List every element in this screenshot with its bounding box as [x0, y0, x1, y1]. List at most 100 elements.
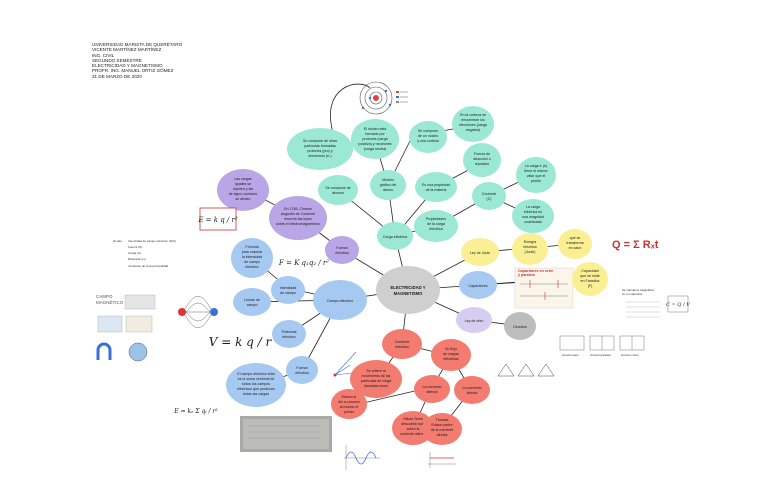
coulomb1785-l4: sobre el electromagnetismo	[276, 222, 320, 226]
atraccion-l1: Fuerza de	[474, 152, 490, 156]
node-carga-cuantizada: La carga eléctrica es una magnitud cuant…	[512, 199, 554, 233]
iguales-l5: se atraen	[236, 197, 251, 201]
cap-title-l1: Capacitores en serie	[518, 269, 553, 273]
header-line-university: UNIVERSIDAD MARISTA DE QUERÉTARO	[92, 42, 183, 47]
equation-coulomb: F = K q₁q₂ / r²	[278, 259, 329, 267]
header-line-semester: SEGUNDO SEMESTRE	[92, 57, 142, 63]
node-ley-ohm: Ley de ohm	[456, 307, 492, 333]
ctotal-l4: eléctricos que producen	[237, 387, 275, 391]
se-compone-l2: átomos	[332, 191, 344, 195]
flujo-l2: de cargas	[443, 352, 459, 356]
header-block: UNIVERSIDAD MARISTA DE QUERÉTARO VICENTE…	[92, 42, 182, 79]
coulomb1785-l1: En 1785, Charles	[284, 207, 312, 211]
node-formula-intensidad: Fórmula para calcular la intensidad de c…	[231, 238, 273, 278]
particulas-l2: partículas formadas	[304, 144, 336, 148]
mov-l4: llamadas iones	[364, 384, 388, 388]
transforma-l2: transforma	[566, 241, 583, 245]
particulas-l3: protones (pro) y	[307, 149, 333, 153]
node-carga-e: La carga e (e) tiene el mismo valor que …	[516, 157, 556, 193]
propiedades-l3: eléctrica	[429, 227, 442, 231]
modelo-l2: gráfico del	[380, 183, 397, 187]
node-ley-joule: Ley de Joule	[461, 238, 499, 266]
thomas-l1: Thomas	[436, 418, 449, 422]
iguales-l4: de signo contrario	[229, 192, 258, 196]
node-campo-electrico: Campo eléctrico	[313, 280, 367, 320]
node-lineas: Líneas de campo	[233, 288, 271, 316]
energia-l3: (Joule)	[525, 250, 536, 254]
nucleo-l3: y una corteza	[417, 139, 439, 143]
potencial-l2: eléctrico	[282, 335, 295, 339]
particulas-l1: Se compone de otras	[303, 139, 337, 143]
fint-l2: para calcular	[242, 250, 263, 254]
capacity-notes: Se calcula la capacidad en un capacitor …	[622, 288, 691, 318]
carga-e-l2: tiene el mismo	[524, 169, 547, 173]
node-tesla: Nikola Tesla descubrió todo sobre la cor…	[392, 411, 434, 445]
fint-l4: de campo	[244, 260, 260, 264]
handwritten-notes-image	[240, 416, 332, 452]
iguales-l3: repelen y las	[233, 187, 254, 191]
center-line2: MAGNETISMO	[394, 291, 424, 296]
node-coulomb-unit: Coulomb (C)	[472, 182, 506, 210]
node-modelo-atomo: Modelo gráfico del átomo	[370, 170, 406, 200]
coulomb-l2: (C)	[487, 197, 492, 201]
node-edison: Edison le dio a conocer al mundo el prim…	[331, 389, 367, 419]
node-capacidad: Capacidad que se mide en Faradios (F)	[572, 262, 608, 296]
thomas-l3: de la corriente	[431, 428, 454, 432]
estructura-l2: formado por	[365, 132, 385, 136]
node-compuesto-particulas: Se compone de otras partículas formadas …	[287, 128, 353, 170]
e-kq-formula: E = k q / r²	[197, 216, 238, 224]
edison-l3: al mundo el	[340, 405, 359, 409]
corteza-l2: encuentran los	[461, 118, 485, 122]
nucleo-l2: de un núcleo	[418, 134, 439, 138]
modelo-l1: Modelo	[382, 178, 394, 182]
atom-icon	[359, 81, 408, 115]
carga-e-l3: valor que el	[527, 174, 546, 178]
e-sum-formula: E = kₑ Σ qᵢ / r²	[173, 408, 218, 415]
lineas-l1: Líneas de	[244, 298, 260, 302]
node-thomas: Thomas Edison padre de la corriente dire…	[422, 413, 462, 445]
tesla-l2: descubrió todo	[401, 422, 425, 426]
legend-item-r: Distancia (m)	[128, 257, 146, 261]
propiedad-l2: de la materia	[426, 188, 447, 192]
center-line1: ELECTRICIDAD Y	[390, 285, 425, 290]
corteza-l4: negativa)	[466, 128, 481, 132]
cap-note-l2: en un capacitor	[622, 292, 643, 296]
equation-e-box: E = k q / r²	[197, 207, 238, 231]
cuantizada-l1: La carga	[526, 205, 540, 209]
node-propiedad: Es una propiedad de la materia	[415, 172, 457, 202]
q-sum-formula: Q = Σ Rₓt	[612, 239, 659, 251]
flujo-l3: eléctricas	[443, 357, 458, 361]
cuantizada-l4: cuantizada	[524, 220, 541, 224]
node-energia: Energía eléctrica (Joule)	[512, 233, 548, 265]
node-capacitores: Capacitores	[459, 271, 497, 299]
field-lines-illustration	[166, 290, 230, 336]
ctotal-l1: El campo eléctrico total	[237, 372, 274, 376]
v-kq-formula: V = k q / r	[209, 335, 273, 349]
energia-l1: Energía	[524, 240, 537, 244]
edison-l1: Edison le	[342, 395, 357, 399]
estructura-l1: El núcleo está	[364, 127, 387, 131]
center-node: ELECTRICIDAD Y MAGNETISMO	[376, 266, 440, 314]
node-fuerza-electrica: Fuerza eléctrica	[325, 236, 359, 264]
header-line-subject: ELECTRICIDAD Y MAGNETISMO	[92, 63, 163, 69]
iguales-l2: iguales se	[235, 182, 251, 186]
ley-ohm-text: Ley de ohm	[465, 319, 484, 323]
circuit-diagrams: circuito serie circuito paralelo circuit…	[559, 335, 645, 357]
circuit-mixto-label: circuito mixto	[621, 353, 639, 357]
se-compone-l1: Se compone de	[325, 186, 350, 190]
fint-l3: la intensidad	[242, 255, 262, 259]
mov-l3: partículas de carga	[361, 379, 392, 383]
transforma-l1: que se	[570, 236, 581, 240]
cm-l1: CAMPO	[96, 294, 113, 299]
corriente-l1: Corriente	[395, 340, 410, 344]
ohm-triangles	[497, 363, 555, 377]
campo-magnetico-illustration: CAMPO MAGNÉTICO	[96, 294, 156, 362]
node-alterna: La corriente alterna	[414, 375, 450, 403]
estructura-l4: positiva) y neutrones	[358, 142, 391, 146]
ley-joule-text: Ley de Joule	[470, 251, 490, 255]
cuantizada-l2: eléctrica es	[524, 210, 542, 214]
legend-item-f: Fuerza (N)	[128, 245, 142, 249]
node-directa: La corriente directa	[454, 376, 490, 404]
node-circuitos: Circuitos	[504, 312, 536, 340]
carga-e-l4: protón	[531, 179, 541, 183]
